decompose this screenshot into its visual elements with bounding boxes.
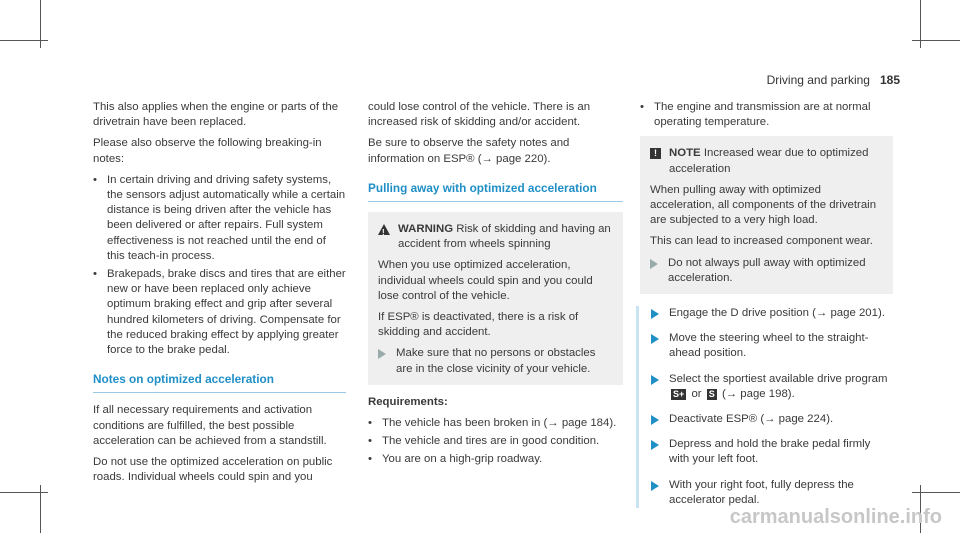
arrow-icon [651,480,659,491]
list-item: You are on a high-grip roadway. [368,452,623,467]
list-item: In certain driving and driving safety sy… [93,173,346,264]
step-text: Select the sportiest available drive pro… [669,372,888,385]
step: Engage the D drive position (→ page 201)… [651,306,893,321]
requirements-list: The engine and transmission are at norma… [640,100,893,130]
crop-mark [0,492,48,493]
bullet-list: In certain driving and driving safety sy… [93,173,346,358]
step-text: With your right foot, fully depress the … [669,478,854,506]
arrow-icon [651,415,659,426]
column-3: The engine and transmission are at norma… [636,100,893,518]
page-header: Driving and parking 185 [767,73,900,87]
list-item: The vehicle has been broken in (→ page 1… [368,416,623,431]
crop-mark [0,40,48,41]
arrow-icon [651,440,659,451]
sport-plus-key-icon: S+ [671,388,687,400]
step: Depress and hold the brake pedal firmly … [651,437,893,467]
list-item: Brakepads, brake discs and tires that ar… [93,267,346,358]
requirements-heading: Requirements: [368,395,448,408]
list-item: The engine and transmission are at norma… [640,100,893,130]
paragraph: could lose control of the vehicle. There… [368,101,591,129]
arrow-icon [651,334,659,345]
paragraph: This can lead to increased component wea… [650,235,873,248]
page-number: 185 [879,73,900,87]
crop-mark [912,40,960,41]
sport-key-icon: S [706,388,717,400]
step-text: or [691,387,702,400]
list-item: The vehicle and tires are in good condit… [368,434,623,449]
paragraph: If ESP® is deactivated, there is a risk … [378,311,579,339]
arrow-icon [651,374,659,385]
instruction-steps: Engage the D drive position (→ page 201)… [636,306,893,509]
warning-icon [378,224,390,240]
step: Move the steering wheel to the straight-… [651,331,893,361]
section-heading: Pulling away with optimized acceleration [368,181,623,203]
note-box: ! NOTE Increased wear due to optimized a… [640,136,893,295]
column-1: This also applies when the engine or par… [93,100,346,491]
crop-mark [40,0,41,48]
action-text: Do not always pull away with optimized a… [668,256,866,284]
action-text: Make sure that no persons or obstacles a… [396,347,596,375]
paragraph: Do not use the optimized acceleration on… [93,456,333,484]
step-text: Move the steering wheel to the straight-… [669,332,869,360]
note-icon: ! [650,148,661,160]
paragraph: This also applies when the engine or par… [93,101,339,129]
step: Select the sportiest available drive pro… [651,372,893,402]
action-step: Make sure that no persons or obstacles a… [378,346,613,376]
crop-mark [920,485,921,533]
arrow-icon [651,309,659,320]
warning-box: WARNING Risk of skidding and having an a… [368,212,623,385]
step-text: Deactivate ESP® (→ page 224). [669,413,834,426]
step-text: Depress and hold the brake pedal firmly … [669,438,871,466]
paragraph: If all necessary requirements and activa… [93,404,327,447]
requirements-list: The vehicle has been broken in (→ page 1… [368,416,623,468]
note-title: Increased wear due to optimized accelera… [669,147,869,175]
page-reference: (→ page 198). [721,387,795,400]
note-label: NOTE [669,147,701,160]
paragraph: When you use optimized acceleration, ind… [378,259,593,302]
watermark: carmanualsonline.info [729,506,942,528]
crop-mark [40,485,41,533]
paragraph: Please also observe the following breaki… [93,137,322,165]
warning-title: Risk of skidding and having an accident … [398,223,611,251]
column-2: could lose control of the vehicle. There… [368,100,623,474]
crop-mark [920,0,921,48]
crop-mark [912,492,960,493]
section-title: Driving and parking [766,73,870,87]
paragraph: When pulling away with optimized acceler… [650,183,877,227]
step: With your right foot, fully depress the … [651,478,893,508]
action-step: Do not always pull away with optimized a… [650,256,883,286]
warning-label: WARNING [398,223,454,236]
step: Deactivate ESP® (→ page 224). [651,412,893,427]
step-text: Engage the D drive position (→ page 201)… [669,307,885,320]
section-heading: Notes on optimized acceleration [93,372,346,394]
arrow-icon [650,258,658,269]
paragraph: Be sure to observe the safety notes and … [368,137,570,165]
arrow-icon [378,349,386,360]
